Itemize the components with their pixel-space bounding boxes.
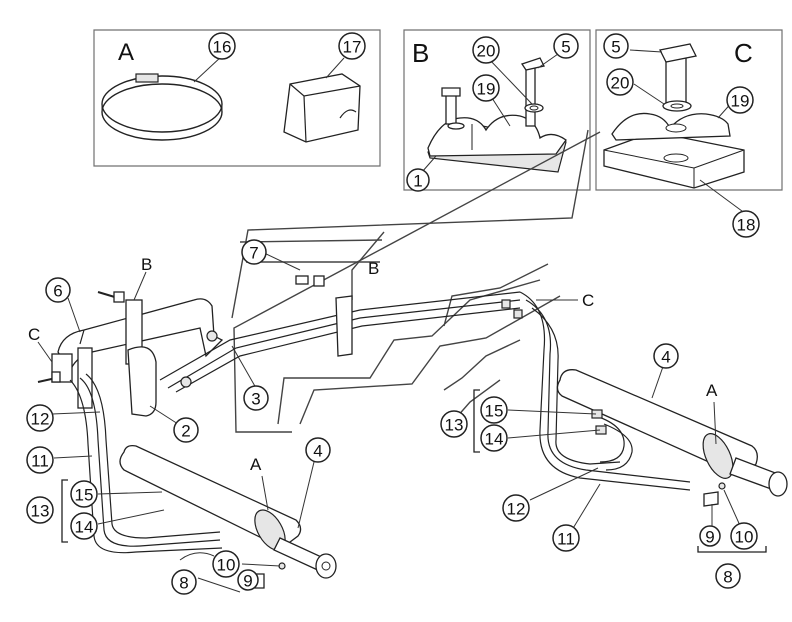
svg-text:11: 11 [31, 452, 49, 471]
callout-3: 3 [243, 385, 269, 411]
svg-text:6: 6 [53, 282, 62, 301]
callout-15-left: 15 [70, 480, 98, 508]
callout-11-left: 11 [26, 446, 54, 474]
svg-text:4: 4 [661, 348, 670, 367]
svg-text:3: 3 [251, 390, 260, 409]
panel-a-letter: A [118, 39, 134, 66]
callout-10-right: 10 [730, 522, 758, 550]
svg-text:15: 15 [75, 486, 94, 505]
svg-text:11: 11 [557, 530, 575, 549]
svg-text:9: 9 [243, 572, 252, 591]
svg-text:15: 15 [485, 402, 504, 421]
callout-5-c: 5 [603, 33, 629, 59]
svg-text:19: 19 [731, 92, 750, 111]
svg-text:20: 20 [611, 74, 630, 93]
callout-19-b: 19 [472, 74, 500, 102]
left-label-c: C [28, 325, 40, 344]
detail-panel-b: B [403, 29, 591, 191]
callout-19-c: 19 [726, 86, 754, 114]
callout-8-right: 8 [715, 563, 741, 589]
callout-10-left: 10 [212, 550, 240, 578]
svg-text:19: 19 [477, 80, 496, 99]
callout-12-right: 12 [502, 494, 530, 522]
svg-text:13: 13 [445, 416, 464, 435]
svg-text:16: 16 [213, 38, 232, 57]
callout-9-right: 9 [699, 525, 721, 547]
mid-label-b: B [368, 259, 379, 278]
svg-text:13: 13 [31, 502, 50, 521]
right-assembly: C A [501, 291, 788, 507]
left-assembly: B C A B [28, 255, 521, 589]
callout-13-left: 13 [26, 496, 54, 524]
callout-9-left: 9 [237, 569, 259, 591]
callout-16: 16 [208, 32, 236, 60]
callout-8-left: 8 [171, 569, 197, 595]
callout-15-right: 15 [480, 396, 508, 424]
svg-text:1: 1 [413, 172, 422, 191]
svg-text:4: 4 [313, 442, 322, 461]
svg-text:10: 10 [217, 556, 236, 575]
callout-20-c: 20 [606, 68, 634, 96]
svg-text:7: 7 [249, 244, 258, 263]
left-label-a: A [250, 455, 262, 474]
panel-c-letter: C [734, 38, 753, 68]
svg-text:2: 2 [181, 422, 190, 441]
svg-text:8: 8 [179, 574, 188, 593]
svg-text:5: 5 [561, 38, 570, 57]
callout-2: 2 [173, 417, 199, 443]
svg-text:14: 14 [75, 518, 94, 537]
svg-text:17: 17 [343, 38, 362, 57]
svg-text:8: 8 [723, 568, 732, 587]
callout-20-b: 20 [472, 36, 500, 64]
callout-7: 7 [241, 239, 267, 265]
callout-4-left: 4 [305, 437, 331, 463]
svg-text:20: 20 [477, 42, 496, 61]
callout-18: 18 [732, 210, 760, 238]
callout-13-right: 13 [440, 410, 468, 438]
detail-panel-c: C [595, 29, 783, 191]
svg-text:9: 9 [705, 528, 714, 547]
svg-text:12: 12 [507, 500, 526, 519]
callout-11-right: 11 [552, 524, 580, 552]
callout-14-left: 14 [70, 512, 98, 540]
detail-guide-lines [231, 129, 601, 433]
left-label-b: B [141, 255, 152, 274]
callout-14-right: 14 [480, 424, 508, 452]
svg-text:18: 18 [737, 216, 756, 235]
callout-4-right: 4 [653, 343, 679, 369]
right-label-a: A [706, 381, 718, 400]
callout-5-b: 5 [553, 33, 579, 59]
group-brackets [61, 389, 767, 553]
detail-panel-a: A [93, 29, 381, 167]
callout-6: 6 [45, 277, 71, 303]
svg-text:5: 5 [611, 38, 620, 57]
callout-1: 1 [406, 168, 430, 192]
callout-17: 17 [338, 32, 366, 60]
clamp-pad [283, 73, 361, 143]
svg-text:12: 12 [31, 410, 50, 429]
right-label-c: C [582, 291, 594, 310]
left-cylinder [119, 444, 337, 579]
svg-text:10: 10 [735, 528, 754, 547]
svg-text:14: 14 [485, 430, 504, 449]
callout-12-left: 12 [26, 404, 54, 432]
band-clamp [101, 73, 223, 141]
panel-b-letter: B [412, 38, 429, 68]
